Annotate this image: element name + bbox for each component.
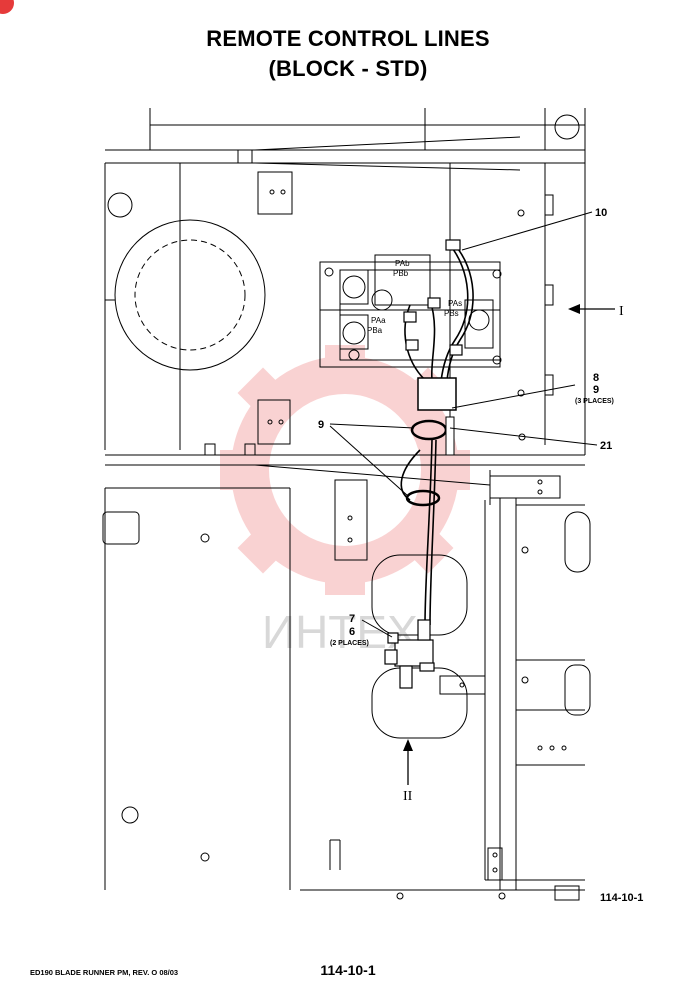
callout-10: 10 <box>595 207 607 219</box>
page-number: 114-10-1 <box>320 962 376 978</box>
callout-6: 6 <box>349 626 355 638</box>
port-label-pbs: PBs <box>444 309 459 318</box>
view-marker-1: I <box>619 304 624 319</box>
corner-logo <box>0 0 14 14</box>
callout-8: 8 <box>593 372 599 384</box>
view-arrow-2 <box>403 739 413 785</box>
page-subtitle: (BLOCK - STD) <box>268 56 428 81</box>
callout-three-places: (3 PLACES) <box>575 398 614 405</box>
port-label-paa: PAa <box>371 316 386 325</box>
hose-clamp-bundle <box>405 377 457 507</box>
port-label-pba: PBa <box>367 326 383 335</box>
doc-reference: ED190 BLADE RUNNER PM, REV. O 08/03 <box>30 968 179 977</box>
callout-7: 7 <box>349 613 355 625</box>
machine-frame <box>102 108 591 901</box>
leader-lines <box>329 211 598 638</box>
callout-9-a: 9 <box>593 384 599 396</box>
port-label-pbb: PBb <box>393 269 409 278</box>
port-label-pab: PAb <box>395 259 410 268</box>
page-title: REMOTE CONTROL LINES <box>206 26 490 51</box>
watermark-text: ИНТЕХ <box>262 606 418 658</box>
figure-id: 114-10-1 <box>600 892 644 904</box>
port-label-pas: PAs <box>448 299 462 308</box>
view-arrow-1 <box>568 304 615 314</box>
valve-fittings <box>403 239 463 356</box>
callout-9-b: 9 <box>318 419 324 431</box>
tee-fitting <box>384 619 435 689</box>
callout-two-places: (2 PLACES) <box>330 640 369 647</box>
callout-21: 21 <box>600 440 612 452</box>
view-marker-2: II <box>403 789 413 804</box>
